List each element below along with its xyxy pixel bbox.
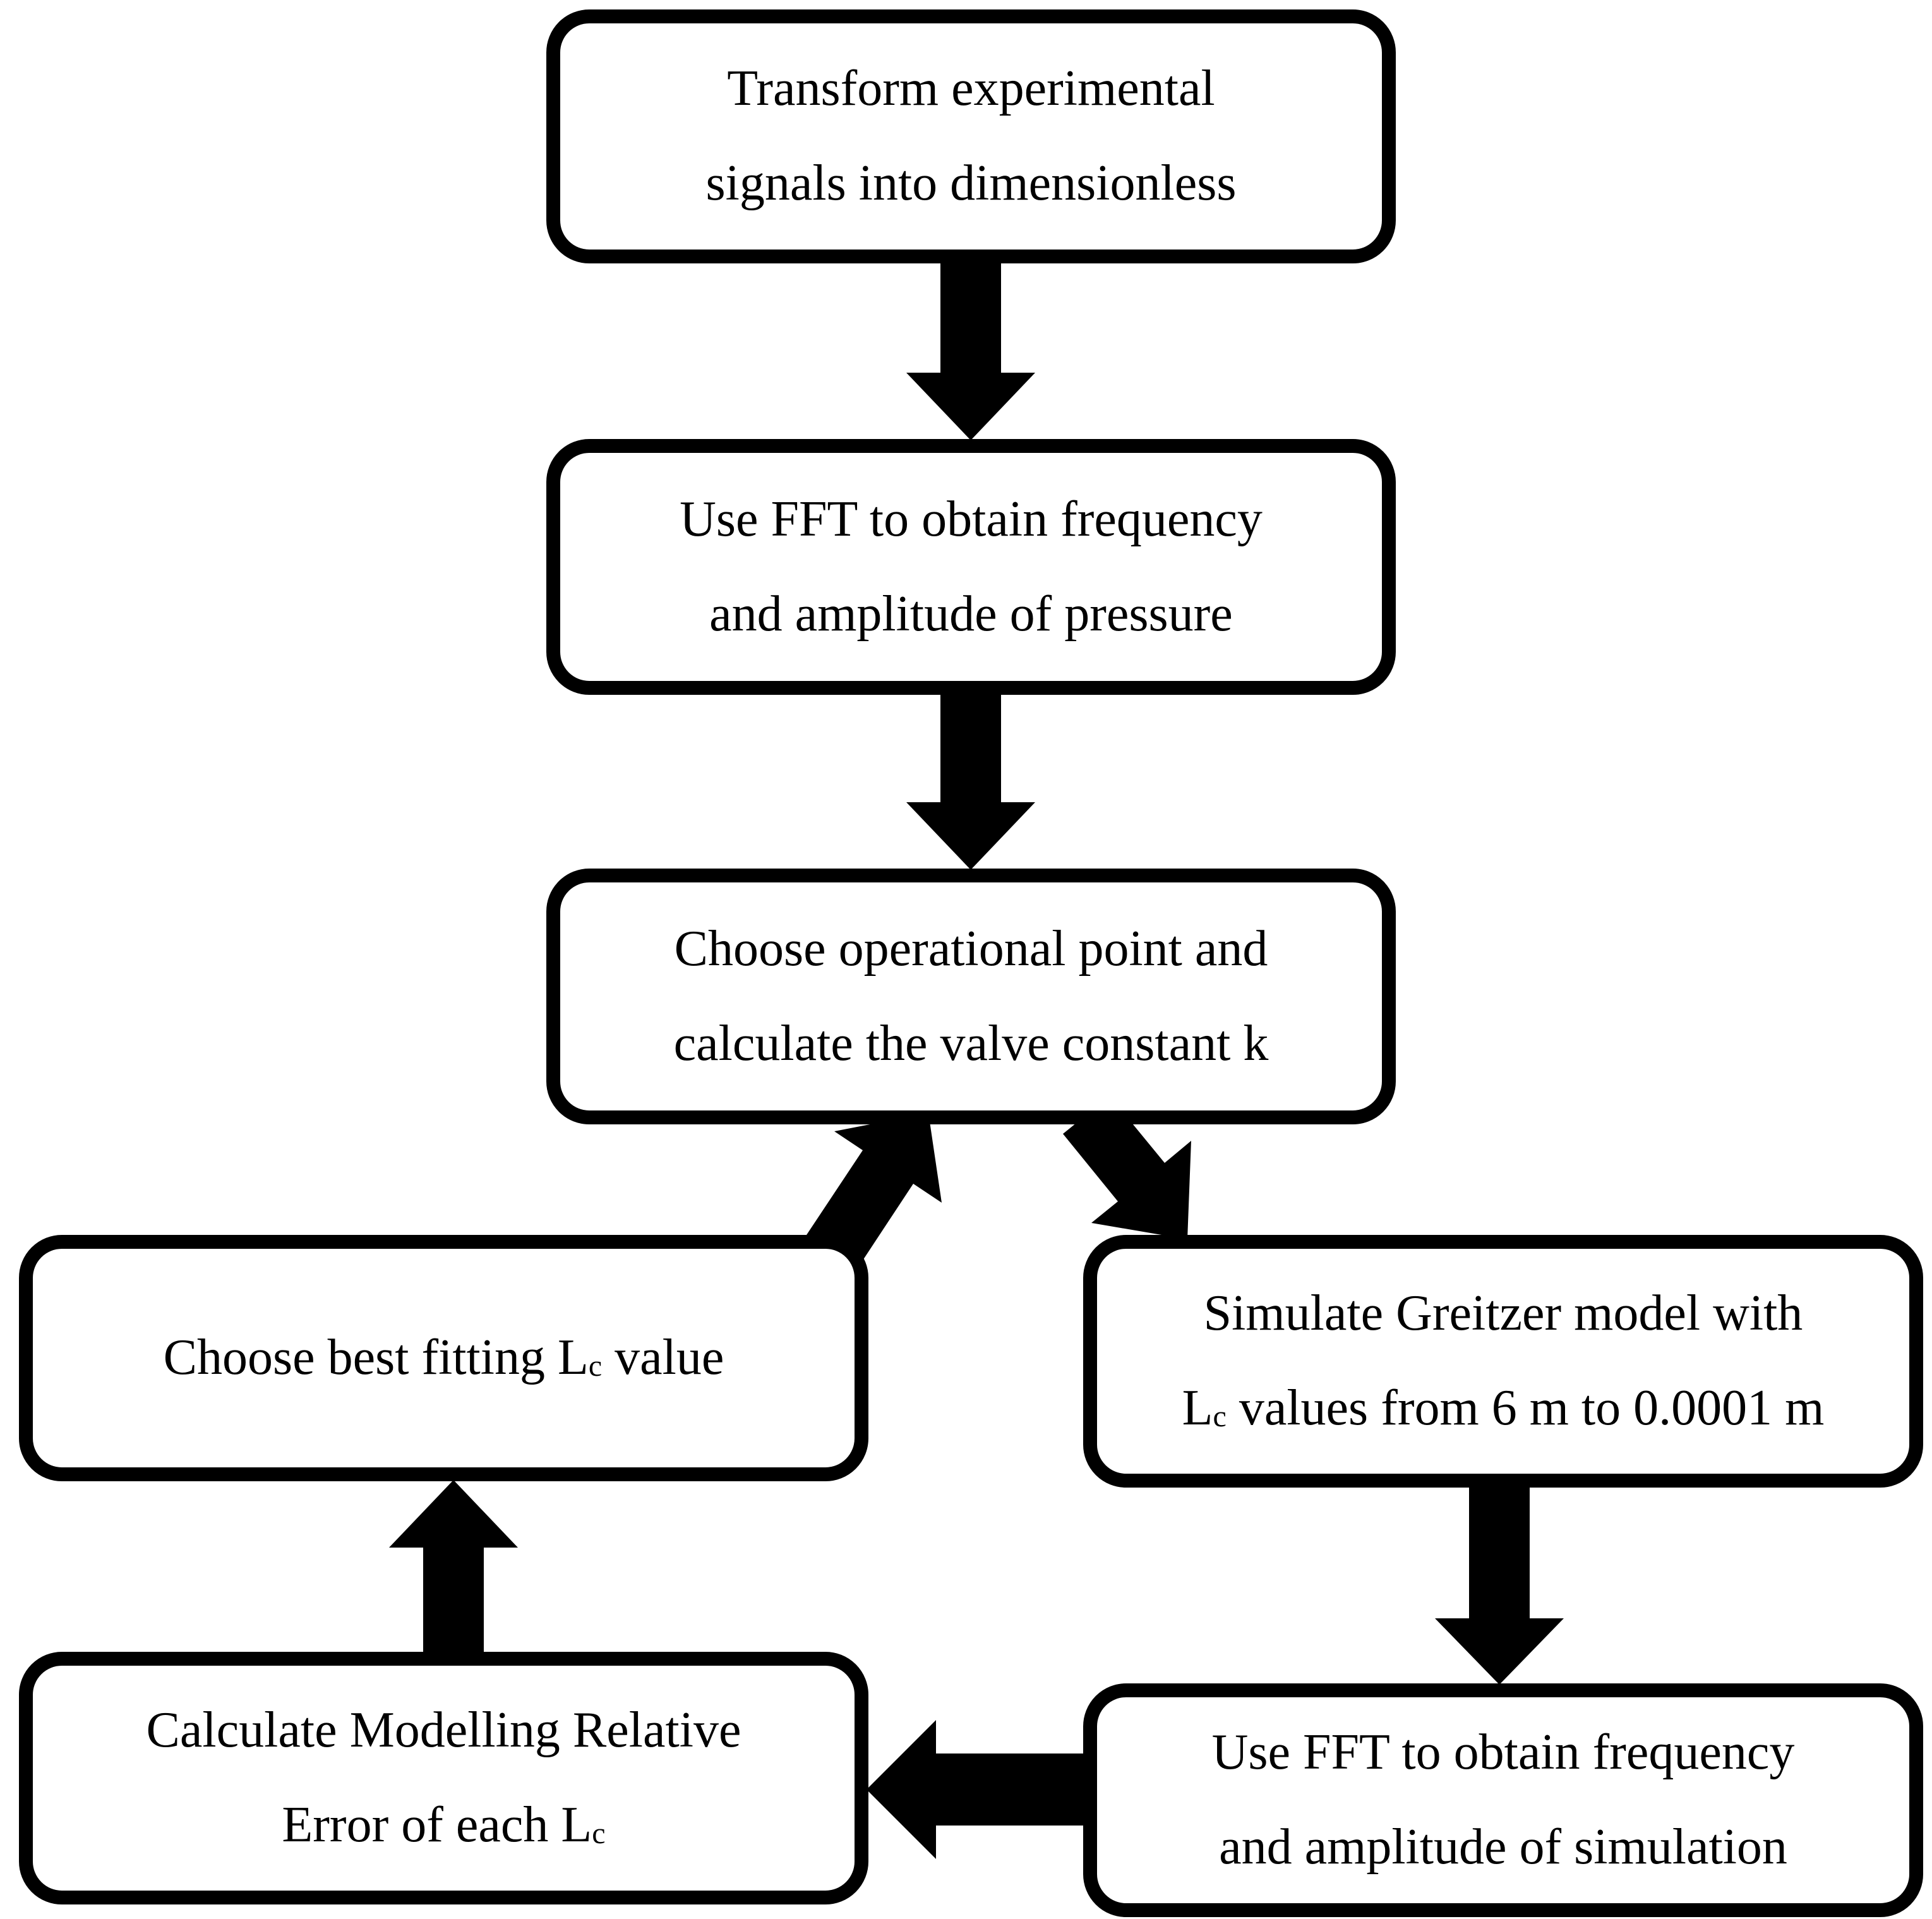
box-text: value — [602, 1330, 724, 1386]
subscript-c: c — [588, 1349, 603, 1383]
box-text-line: and amplitude of pressure — [709, 567, 1233, 662]
flow-box-fft-pressure: Use FFT to obtain frequency and amplitud… — [546, 439, 1396, 695]
box-text-line: Calculate Modelling Relative — [147, 1683, 741, 1778]
box-text-line: and amplitude of simulation — [1219, 1800, 1787, 1895]
down-arrow-simulate-to-fft-simulation — [1435, 1484, 1564, 1685]
up-arrow-relative-error-to-best-fit — [389, 1480, 518, 1655]
box-text: Choose operational point and — [674, 920, 1268, 977]
box-text: signals into dimensionless — [705, 155, 1237, 211]
box-text: Use FFT to obtain frequency — [680, 491, 1263, 547]
box-text: Simulate Greitzer model with — [1203, 1285, 1803, 1342]
left-arrow-fft-simulation-to-relative-error — [867, 1720, 1096, 1859]
box-text: and amplitude of pressure — [709, 586, 1233, 642]
box-text: calculate the valve constant k — [673, 1015, 1269, 1071]
box-text-line: Use FFT to obtain frequency — [680, 472, 1263, 567]
flow-box-simulate-greitzer: Simulate Greitzer model with Lc values f… — [1083, 1235, 1923, 1488]
flow-box-relative-error: Calculate Modelling Relative Error of ea… — [19, 1652, 868, 1904]
box-text-line: Lc values from 6 m to 0.0001 m — [1182, 1361, 1825, 1456]
box-text: Choose best fitting L — [163, 1330, 589, 1386]
box-text-line: Choose operational point and — [675, 902, 1268, 997]
box-text-line: Transform experimental — [727, 42, 1215, 136]
box-text-line: Simulate Greitzer model with — [1204, 1266, 1803, 1361]
flow-box-fft-simulation: Use FFT to obtain frequency and amplitud… — [1083, 1683, 1923, 1917]
box-text-line: Error of each Lc — [282, 1778, 605, 1873]
box-text: Error of each L — [282, 1797, 592, 1853]
box-text-line: calculate the valve constant k — [674, 997, 1269, 1092]
down-arrow-transform-to-fft-pressure — [906, 261, 1035, 440]
diagonal-arrow-best-fit-to-operational — [805, 1113, 942, 1271]
box-text: values from 6 m to 0.0001 m — [1226, 1380, 1825, 1436]
box-text-line: Use FFT to obtain frequency — [1212, 1705, 1795, 1800]
box-text-line: Choose best fitting Lc value — [164, 1311, 724, 1405]
box-text: Calculate Modelling Relative — [146, 1702, 741, 1759]
diagonal-arrow-operational-to-simulate — [1063, 1096, 1191, 1239]
flow-box-transform-signals: Transform experimental signals into dime… — [546, 9, 1396, 263]
down-arrow-fft-pressure-to-operational — [906, 693, 1035, 870]
box-text: and amplitude of simulation — [1219, 1819, 1787, 1875]
flow-box-best-fit-lc: Choose best fitting Lc value — [19, 1235, 868, 1481]
box-text-line: signals into dimensionless — [706, 136, 1237, 231]
box-text: Use FFT to obtain frequency — [1211, 1724, 1795, 1781]
box-text: Transform experimental — [727, 61, 1215, 117]
subscript-c: c — [592, 1816, 606, 1850]
subscript-c: c — [1213, 1399, 1227, 1433]
flow-box-operational-point: Choose operational point and calculate t… — [546, 869, 1396, 1124]
box-text: L — [1182, 1380, 1213, 1436]
